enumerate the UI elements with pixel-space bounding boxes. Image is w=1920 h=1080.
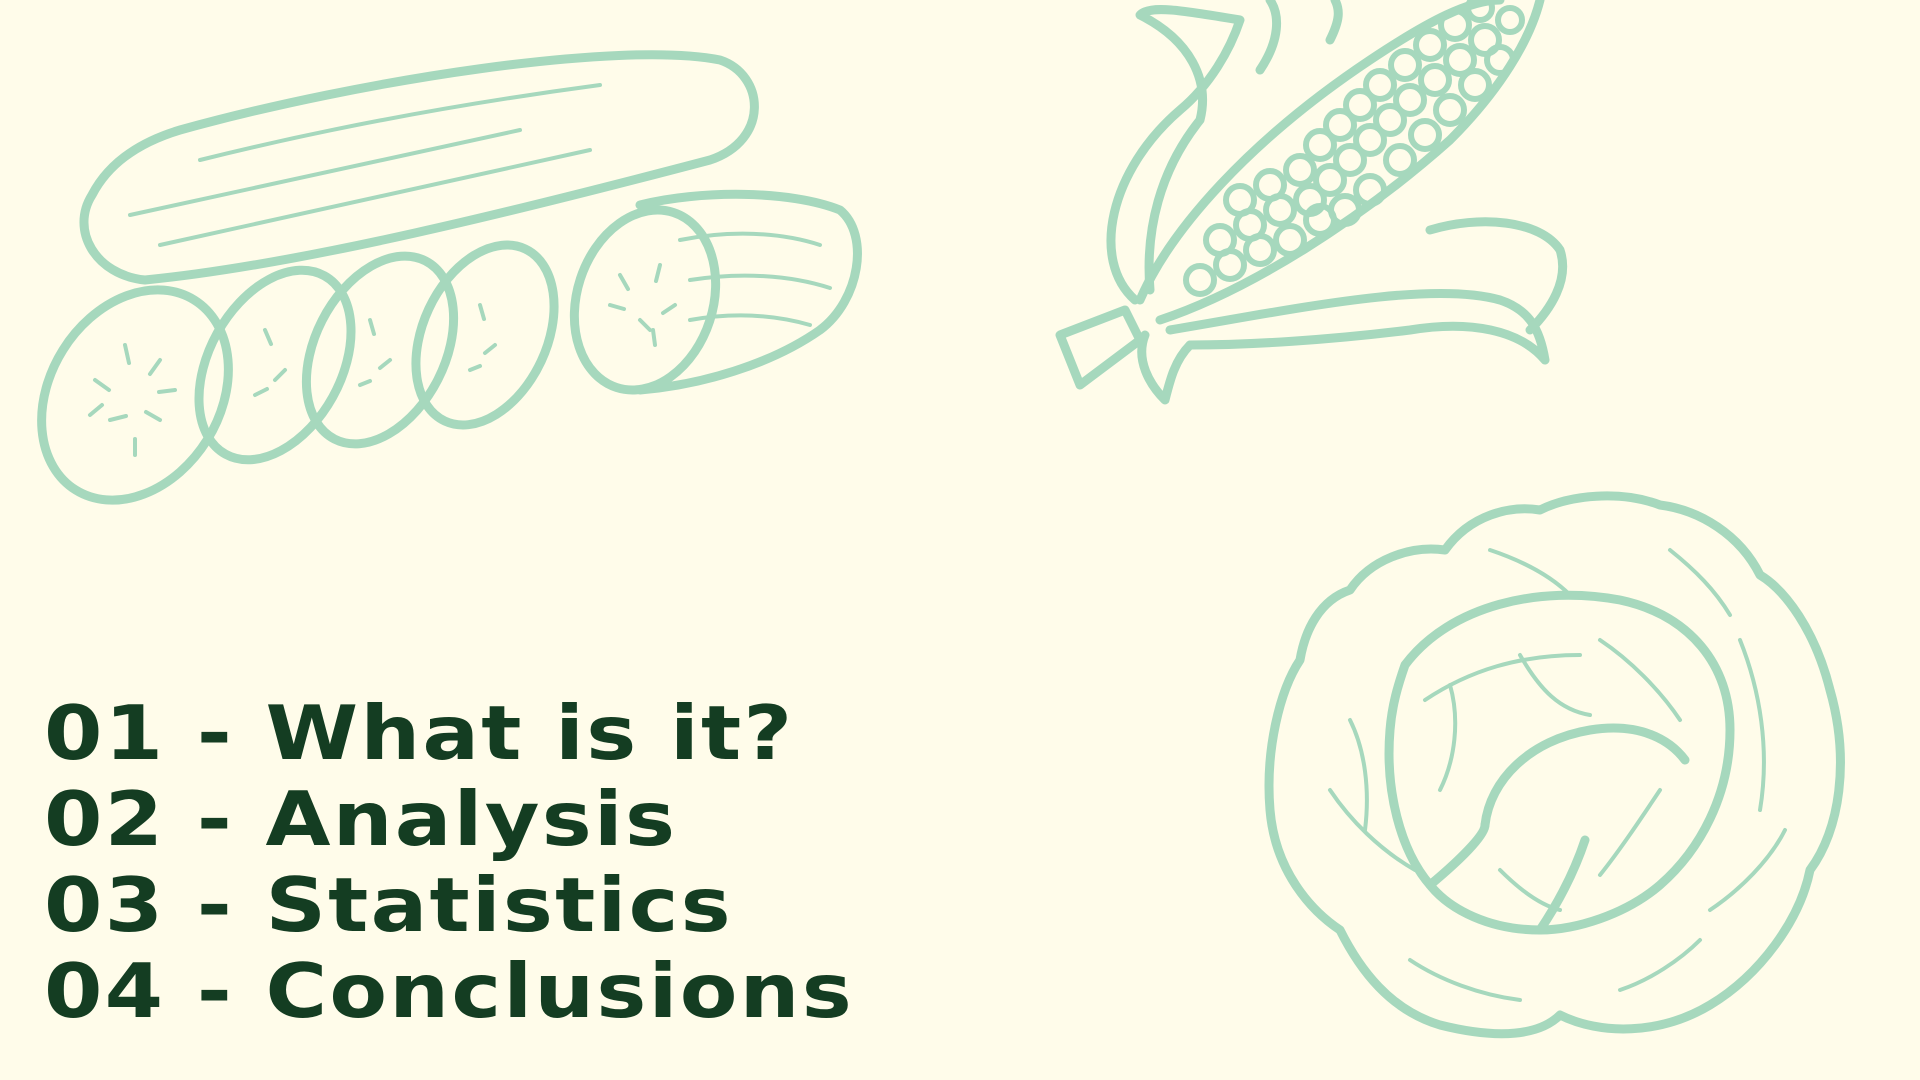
agenda-item-statistics: 03 - Statistics [44, 861, 733, 949]
corn-cob-icon [1055, 0, 1568, 405]
agenda-item-analysis: 02 - Analysis [44, 775, 678, 863]
agenda-item-what-is-it: 01 - What is it? [44, 689, 795, 777]
cabbage-icon [1264, 491, 1845, 1039]
cucumber-slices-icon [37, 50, 862, 505]
agenda-item-conclusions: 04 - Conclusions [44, 947, 854, 1035]
agenda-list: 01 - What is it? 02 - Analysis 03 - Stat… [44, 690, 852, 1034]
